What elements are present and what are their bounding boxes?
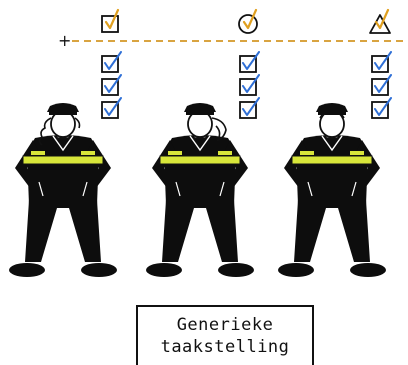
checkbox-icon [239,97,260,119]
torso [27,135,99,205]
shoulder-band-left [300,151,314,155]
orange-check [242,8,258,30]
checkbox-outline [239,101,257,119]
checkbox-outline [239,55,257,73]
blue-check [374,97,392,116]
torso [296,135,368,205]
shoulder-band-right [81,151,95,155]
reflective-band [22,155,104,165]
caption-line-1: Generieke [176,315,274,335]
orange-check [374,8,390,30]
checkbox-icon [101,97,122,119]
checkbox-icon [239,51,260,73]
checkbox-icon [239,74,260,96]
legs [162,200,238,262]
blue-check [242,74,260,93]
reflective-band [159,155,241,165]
checkbox-outline [239,78,257,96]
checkbox-icon [371,51,392,73]
left-shoe [278,263,314,277]
circle-check-icon [238,8,258,34]
blue-check [104,51,122,70]
right-shoe [218,263,254,277]
left-shoe [9,263,45,277]
cap-brim [49,111,77,115]
shoulder-band-right [350,151,364,155]
checkbox-outline [101,55,119,73]
caption-line-2: taakstelling [160,337,290,357]
officer-middle [146,103,254,277]
shoulder-band-right [218,151,232,155]
curly-hair-right [74,117,81,129]
left-shoe [146,263,182,277]
cap-brim [186,111,214,115]
legs [25,200,101,262]
blue-check [104,97,122,116]
circle-outline [238,14,258,34]
checkbox-outline [371,55,389,73]
orange-check [104,8,120,30]
cap [47,103,79,112]
reflective-band [291,155,373,165]
shoulder-band-left [168,151,182,155]
plus-sign: + [58,31,71,50]
checkbox-icon [371,74,392,96]
cap [184,103,216,112]
ponytail-hair [211,117,227,142]
column-1-checklist [101,51,122,119]
cap-brim [318,111,346,115]
legs [294,200,370,262]
checkbox-icon [101,51,122,73]
blue-check [242,97,260,116]
checkbox-outline [101,78,119,96]
checkbox-icon [101,74,122,96]
blue-check [104,74,122,93]
checkbox-outline [371,101,389,119]
checkbox-icon [371,97,392,119]
square-check-icon [101,8,120,33]
pocket-lines [175,181,225,197]
square-outline [101,15,119,33]
officer-left [9,103,117,277]
right-shoe [81,263,117,277]
caption-box: Generieke taakstelling [136,305,314,365]
triangle-outline [369,14,391,34]
blue-check [374,74,392,93]
officer-right [278,103,386,277]
short-hair [319,114,345,119]
blue-check [242,51,260,70]
column-3-checklist [371,51,392,119]
cap [316,103,348,112]
torso [164,135,236,205]
checkbox-outline [371,78,389,96]
blue-check [374,51,392,70]
collar [52,135,74,152]
checkbox-outline [101,101,119,119]
pocket-lines [38,181,88,197]
pocket-lines [307,181,357,197]
right-shoe [350,263,386,277]
collar [189,135,211,152]
triangle-check-icon [369,8,391,34]
column-2-checklist [239,51,260,119]
collar [321,135,343,152]
shoulder-band-left [31,151,45,155]
curly-hair [38,117,52,146]
